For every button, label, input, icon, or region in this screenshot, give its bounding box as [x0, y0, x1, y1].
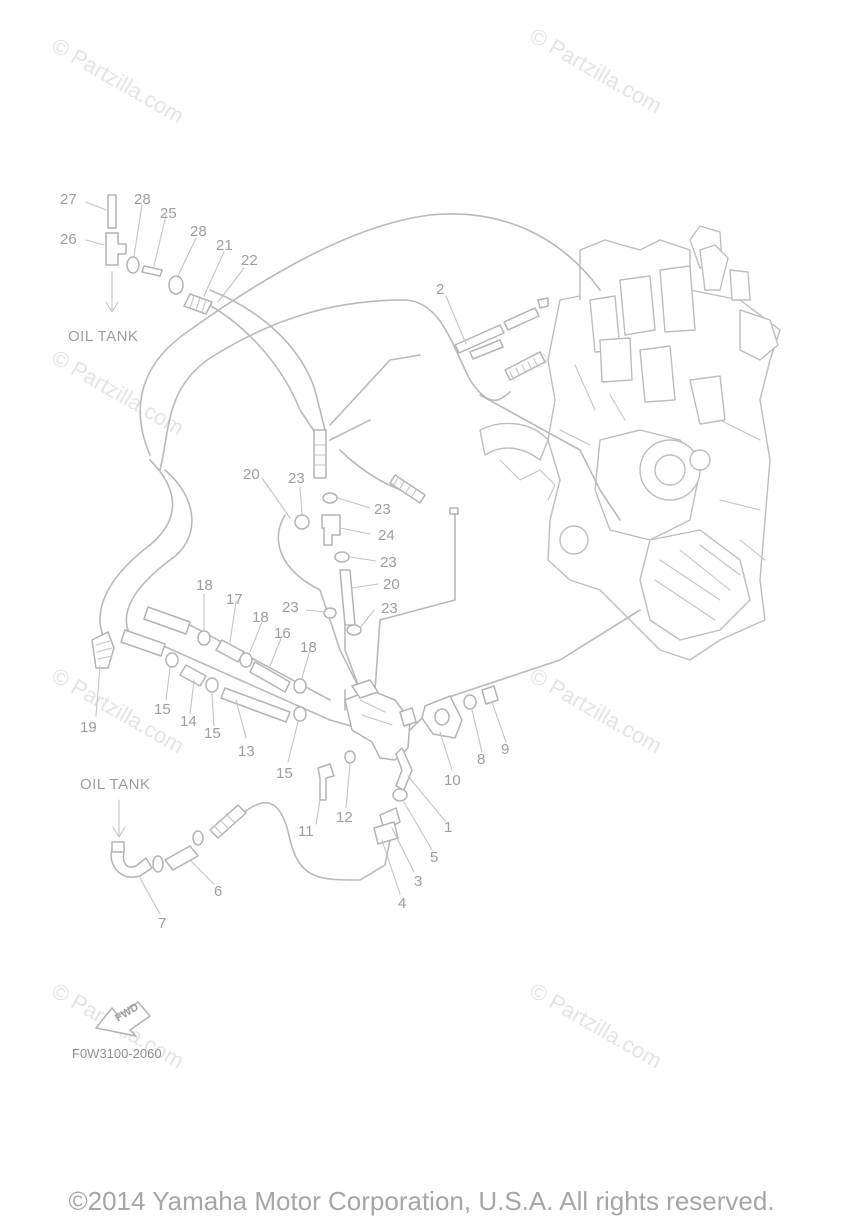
- part-18-clip: [293, 678, 307, 694]
- callout-23: 23: [374, 501, 391, 518]
- callout-15: 15: [276, 765, 293, 782]
- watermark: © Partzilla.com: [526, 663, 667, 759]
- leader-lines: [85, 201, 507, 915]
- part-6-filter: [164, 845, 199, 871]
- part-23-clip: [323, 607, 337, 619]
- part-27-joint: [107, 194, 117, 229]
- part-5-clip: [392, 788, 408, 802]
- callout-9: 9: [501, 741, 509, 758]
- part-13-hose: [220, 687, 291, 723]
- part-23-clip: [346, 624, 362, 636]
- callout-21: 21: [216, 237, 233, 254]
- hoses: [99, 213, 641, 881]
- part-24-tee: [321, 514, 341, 546]
- callout-27: 27: [60, 191, 77, 208]
- parts: FWD: [91, 194, 549, 1037]
- part-23-clip: [294, 514, 310, 530]
- part-9-bolt: [481, 685, 499, 705]
- part-12-washer: [344, 750, 356, 764]
- callout-10: 10: [444, 772, 461, 789]
- watermark: © Partzilla.com: [526, 23, 667, 119]
- part-15-clip: [165, 652, 179, 668]
- callout-4: 4: [398, 895, 406, 912]
- callout-11: 11: [298, 823, 314, 840]
- callout-15: 15: [154, 701, 171, 718]
- callout-25: 25: [160, 205, 177, 222]
- part-26-tee: [105, 232, 127, 266]
- part-18-clip: [197, 630, 211, 646]
- callout-19: 19: [80, 719, 97, 736]
- callout-17: 17: [226, 591, 243, 608]
- callout-14: 14: [180, 713, 197, 730]
- drawing-code: F0W3100-2060: [72, 1046, 162, 1061]
- part-7-hose: [110, 849, 153, 878]
- callout-20: 20: [383, 576, 400, 593]
- callout-3: 3: [414, 873, 422, 890]
- callout-numbers: 27 26 28 25 28 21 22 2 20 23 23 24 23 20…: [60, 191, 509, 932]
- copyright-text: ©2014 Yamaha Motor Corporation, U.S.A. A…: [68, 1186, 775, 1216]
- part-23-clip: [334, 551, 350, 563]
- callout-20: 20: [243, 466, 260, 483]
- callout-18: 18: [300, 639, 317, 656]
- watermark: © Partzilla.com: [48, 33, 189, 129]
- part-28-clamp: [168, 275, 184, 295]
- callout-2: 2: [436, 281, 444, 298]
- part-23-clip: [322, 492, 338, 504]
- watermark: © Partzilla.com: [48, 345, 189, 441]
- callout-23: 23: [381, 600, 398, 617]
- part-15-clip: [293, 706, 307, 722]
- part-11-screw: [317, 763, 335, 801]
- part-16-hose: [249, 661, 291, 693]
- part-25-fitting: [141, 265, 163, 277]
- callout-12: 12: [336, 809, 353, 826]
- part-2-cable: [454, 324, 505, 354]
- oil-tank-label: OIL TANK: [80, 776, 150, 793]
- callout-5: 5: [430, 849, 438, 866]
- callout-13: 13: [238, 743, 255, 760]
- callout-18: 18: [196, 577, 213, 594]
- callout-24: 24: [378, 527, 395, 544]
- callout-28: 28: [190, 223, 207, 240]
- callout-23: 23: [282, 599, 299, 616]
- callout-15: 15: [204, 725, 221, 742]
- part-18-clip: [239, 652, 253, 668]
- part-28-clamp: [126, 256, 140, 274]
- callout-7: 7: [158, 915, 166, 932]
- callout-22: 22: [241, 252, 258, 269]
- part-8-o-ring: [463, 694, 477, 710]
- callout-8: 8: [477, 751, 485, 768]
- callout-18: 18: [252, 609, 269, 626]
- watermark: © Partzilla.com: [526, 978, 667, 1074]
- part-20-hose: [339, 569, 356, 626]
- part-14-fitting: [179, 664, 207, 687]
- callout-23: 23: [380, 554, 397, 571]
- callout-23: 23: [288, 470, 305, 487]
- oil-tank-label: OIL TANK: [68, 328, 138, 345]
- engine-block: [479, 225, 781, 661]
- callout-1: 1: [444, 819, 452, 836]
- part-15-clip: [205, 677, 219, 693]
- callout-26: 26: [60, 231, 77, 248]
- callout-6: 6: [214, 883, 222, 900]
- callout-28: 28: [134, 191, 151, 208]
- callout-16: 16: [274, 625, 291, 642]
- part-17-fitting: [215, 639, 245, 663]
